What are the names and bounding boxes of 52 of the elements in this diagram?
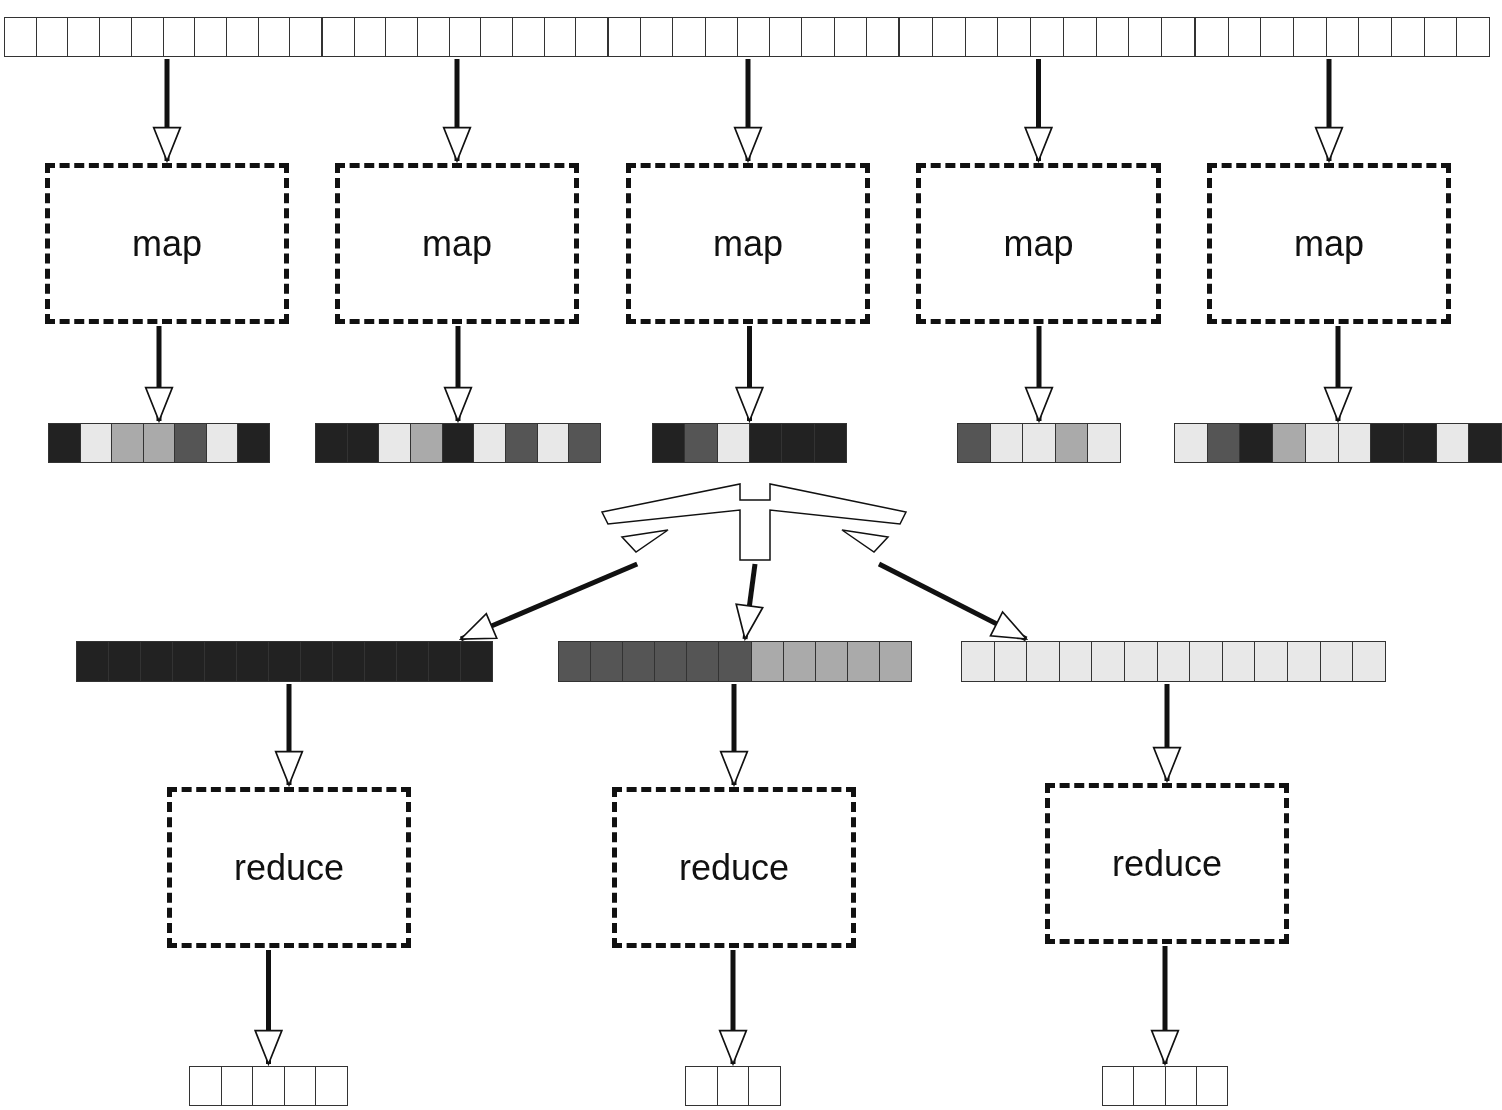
process-box bbox=[167, 787, 411, 948]
process-label: reduce bbox=[1111, 842, 1223, 885]
process-label: map bbox=[1003, 222, 1074, 265]
data-bar bbox=[1195, 17, 1490, 57]
arrow bbox=[254, 950, 283, 1065]
data-bar bbox=[4, 17, 322, 57]
process-box bbox=[45, 163, 289, 324]
process-box bbox=[335, 163, 579, 324]
process-label: reduce bbox=[678, 846, 790, 889]
data-bar bbox=[315, 423, 601, 463]
process-label: map bbox=[1294, 222, 1364, 265]
data-bar bbox=[48, 423, 270, 463]
arrow bbox=[1024, 59, 1053, 162]
data-bar bbox=[685, 1066, 781, 1106]
process-box bbox=[1207, 163, 1451, 324]
data-bar bbox=[899, 17, 1195, 57]
data-bar bbox=[322, 17, 608, 57]
arrow bbox=[1024, 326, 1054, 422]
arrow bbox=[1150, 946, 1180, 1065]
data-bar bbox=[1102, 1066, 1228, 1106]
process-box bbox=[626, 163, 870, 324]
arrow bbox=[718, 950, 748, 1065]
process-box bbox=[612, 787, 856, 948]
process-label: reduce bbox=[233, 846, 345, 889]
arrow bbox=[152, 59, 182, 162]
process-box bbox=[1045, 783, 1289, 944]
arrow bbox=[1152, 684, 1182, 782]
process-label: map bbox=[422, 222, 492, 265]
arrow bbox=[442, 59, 472, 162]
arrow bbox=[877, 561, 1028, 642]
data-bar bbox=[1174, 423, 1502, 463]
arrow bbox=[1314, 59, 1344, 162]
arrow bbox=[735, 563, 764, 640]
process-label: map bbox=[713, 222, 783, 265]
arrow bbox=[443, 326, 473, 422]
shuffle-arrows-drawing bbox=[600, 482, 910, 562]
data-bar bbox=[957, 423, 1121, 463]
process-box bbox=[916, 163, 1161, 324]
data-bar bbox=[961, 641, 1386, 682]
arrow bbox=[274, 684, 304, 786]
arrow bbox=[733, 59, 763, 162]
data-bar bbox=[608, 17, 899, 57]
arrow bbox=[1323, 326, 1353, 422]
data-bar bbox=[189, 1066, 348, 1106]
arrow bbox=[735, 326, 764, 422]
arrow bbox=[144, 326, 174, 422]
data-bar bbox=[76, 641, 493, 682]
arrow bbox=[459, 561, 639, 642]
process-label: map bbox=[132, 222, 202, 265]
data-bar bbox=[652, 423, 847, 463]
data-bar bbox=[558, 641, 912, 682]
arrow bbox=[719, 684, 749, 786]
